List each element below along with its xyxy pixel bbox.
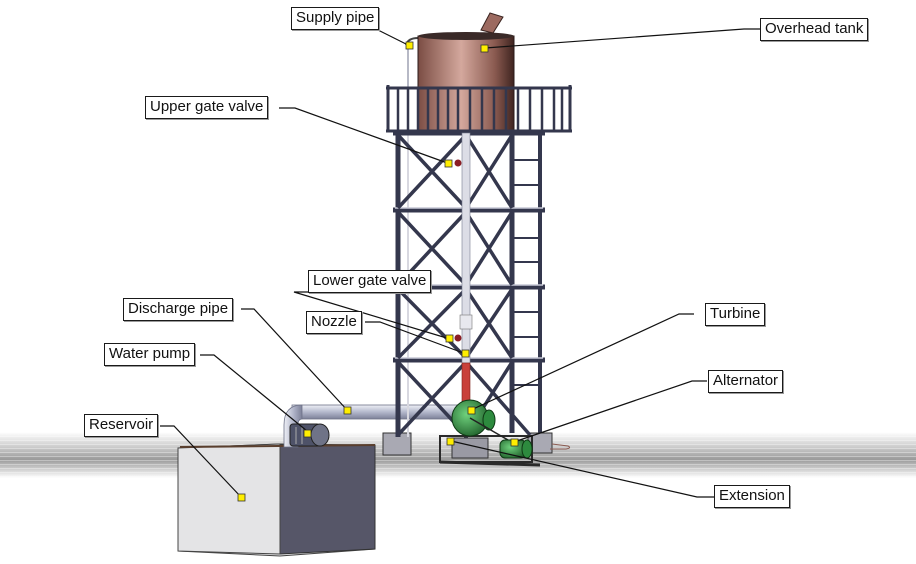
label-lower-gate-valve: Lower gate valve: [308, 270, 432, 293]
label-discharge-pipe: Discharge pipe: [123, 298, 234, 321]
label-nozzle: Nozzle: [306, 311, 362, 334]
marker-discharge-pipe: [343, 406, 352, 415]
marker-lower-gate-valve: [445, 334, 454, 343]
marker-nozzle: [461, 349, 470, 358]
marker-supply-pipe: [405, 41, 414, 50]
tower-footings: [382, 432, 553, 456]
marker-overhead-tank: [480, 44, 489, 53]
label-alternator: Alternator: [708, 370, 784, 393]
leader-supply-pipe: [360, 27, 411, 47]
marker-water-pump: [303, 429, 312, 438]
marker-turbine: [467, 406, 476, 415]
water-pump-model: [289, 423, 330, 447]
label-supply-pipe: Supply pipe: [291, 7, 380, 30]
marker-upper-gate-valve: [444, 159, 453, 168]
label-turbine: Turbine: [705, 303, 766, 326]
leader-overhead-tank: [484, 28, 760, 49]
tank-platform-railing: [386, 85, 572, 133]
overhead-tank-model: [417, 12, 515, 132]
label-overhead-tank: Overhead tank: [760, 18, 869, 41]
turbine-model: [451, 399, 509, 441]
marker-extension: [446, 437, 455, 446]
leader-reservoir: [160, 425, 242, 498]
leader-nozzle: [365, 321, 467, 355]
marker-alternator: [510, 438, 519, 447]
label-upper-gate-valve: Upper gate valve: [145, 96, 269, 119]
leader-lower-gate-valve: [293, 291, 451, 340]
penstock-pipe: [454, 132, 473, 404]
anchor-markers: [237, 41, 519, 502]
leader-water-pump: [200, 354, 308, 432]
leader-extension: [450, 440, 714, 498]
leader-lines: [160, 27, 760, 498]
label-reservoir: Reservoir: [84, 414, 159, 437]
leader-upper-gate-valve: [279, 107, 451, 165]
marker-reservoir: [237, 493, 246, 502]
label-water-pump: Water pump: [104, 343, 196, 366]
reservoir-box: [177, 443, 376, 557]
label-extension: Extension: [714, 485, 790, 508]
leader-turbine: [470, 313, 694, 411]
leader-discharge-pipe: [241, 308, 349, 412]
leader-alternator: [513, 380, 707, 443]
